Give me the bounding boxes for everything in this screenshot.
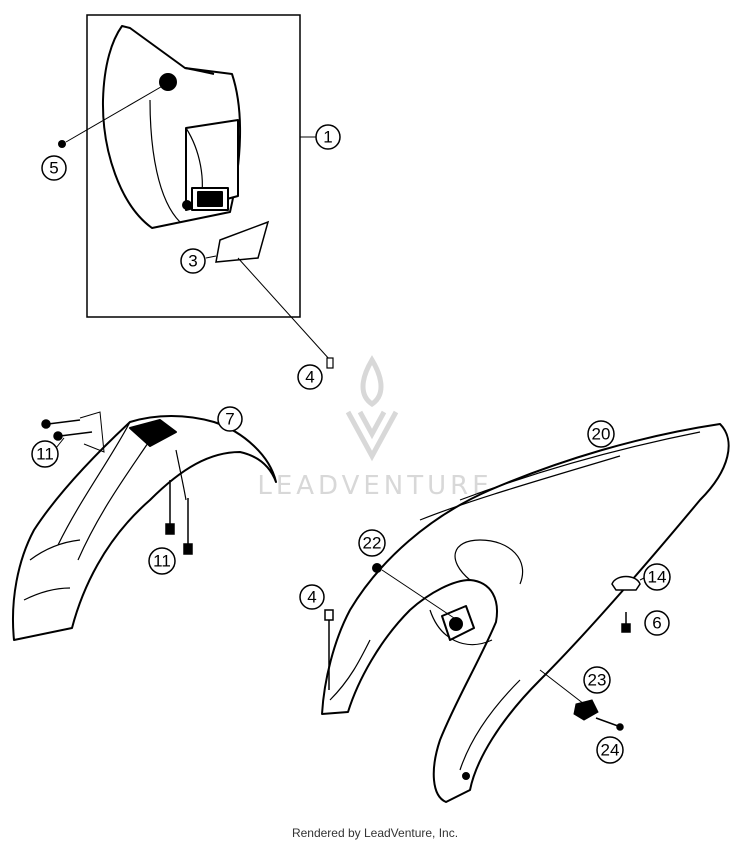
leader-line-4a [237, 257, 331, 361]
rear-fender [321, 423, 730, 803]
leadventure-logo [345, 355, 399, 462]
part-label-14: 14 [643, 563, 671, 591]
screw-5 [58, 140, 66, 148]
svg-text:4: 4 [305, 368, 314, 387]
svg-text:14: 14 [648, 568, 667, 587]
svg-text:6: 6 [652, 614, 661, 633]
footer-credit: Rendered by LeadVenture, Inc. [291, 826, 459, 840]
svg-text:20: 20 [592, 425, 611, 444]
svg-text:24: 24 [601, 741, 620, 760]
part-label-11a: 11 [31, 440, 59, 468]
svg-text:23: 23 [588, 671, 607, 690]
leader-line-5 [65, 83, 167, 143]
svg-text:11: 11 [153, 552, 171, 571]
leader-line-11a [55, 437, 65, 449]
screw-4a [326, 357, 334, 369]
assembly-box [86, 14, 301, 318]
watermark-text: LEADVENTURE [257, 471, 492, 501]
svg-text:3: 3 [188, 252, 197, 271]
number-plate [101, 25, 241, 229]
bolts-11-lower [165, 480, 193, 555]
part-label-22: 22 [358, 529, 386, 557]
bolts-11-upper [41, 411, 105, 453]
part-label-3: 3 [180, 248, 206, 274]
leader-line-3 [205, 255, 217, 259]
bolt-24 [595, 717, 624, 731]
leader-line-22 [381, 569, 455, 619]
part-label-1: 1 [315, 124, 341, 150]
part-label-7: 7 [217, 406, 243, 432]
part-label-6: 6 [644, 610, 670, 636]
svg-text:1: 1 [323, 128, 332, 147]
part-label-11b: 11 [148, 547, 176, 575]
svg-text:22: 22 [363, 534, 382, 553]
part-label-20: 20 [587, 420, 615, 448]
part-label-5: 5 [41, 155, 67, 181]
leader-line-23 [539, 669, 585, 705]
svg-text:11: 11 [36, 445, 54, 464]
svg-text:7: 7 [225, 410, 234, 429]
nut-22 [372, 563, 382, 573]
part-label-24: 24 [596, 736, 624, 764]
part-label-4b: 4 [299, 584, 325, 610]
grommet-14 [611, 575, 641, 591]
front-fender [11, 415, 277, 641]
screw-6 [621, 612, 631, 633]
svg-text:4: 4 [307, 588, 316, 607]
screw-4b [324, 609, 334, 690]
svg-text:5: 5 [49, 159, 58, 178]
nut-23 [573, 699, 599, 721]
part-label-4a: 4 [297, 364, 323, 390]
part-label-23: 23 [583, 666, 611, 694]
part-labels: 1 5 3 4 7 11 11 20 [31, 124, 671, 764]
clip-part [215, 220, 270, 263]
watermark: LEADVENTURE [257, 355, 492, 501]
